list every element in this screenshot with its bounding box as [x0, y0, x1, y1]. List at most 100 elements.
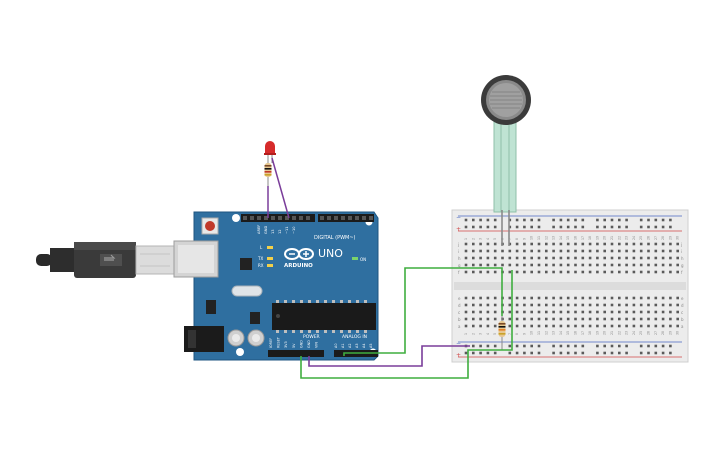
breadboard-hole[interactable]: [596, 256, 599, 260]
rail-hole[interactable]: [464, 218, 468, 222]
breadboard-hole[interactable]: [501, 256, 504, 260]
breadboard-hole[interactable]: [588, 249, 592, 253]
breadboard-hole[interactable]: [661, 303, 665, 307]
breadboard-hole[interactable]: [479, 324, 482, 328]
breadboard-hole[interactable]: [508, 256, 512, 260]
rail-hole[interactable]: [639, 225, 643, 229]
breadboard-hole[interactable]: [508, 310, 512, 314]
breadboard-hole[interactable]: [472, 249, 475, 253]
breadboard-hole[interactable]: [508, 263, 512, 267]
breadboard-hole[interactable]: [566, 303, 570, 307]
wire-gnd-to-rail[interactable]: [308, 345, 470, 367]
breadboard-hole[interactable]: [647, 270, 650, 274]
breadboard-hole[interactable]: [515, 249, 519, 253]
breadboard-hole[interactable]: [559, 249, 563, 253]
breadboard-hole[interactable]: [639, 270, 643, 274]
breadboard-hole[interactable]: [661, 242, 665, 246]
digital-header[interactable]: [241, 214, 374, 222]
breadboard-hole[interactable]: [566, 296, 570, 300]
rail-hole[interactable]: [493, 351, 497, 355]
breadboard-hole[interactable]: [647, 310, 650, 314]
breadboard-hole[interactable]: [654, 324, 658, 328]
rail-hole[interactable]: [574, 351, 577, 355]
breadboard-hole[interactable]: [559, 303, 563, 307]
breadboard-hole[interactable]: [596, 303, 599, 307]
force-sensor[interactable]: [481, 75, 531, 246]
rail-hole[interactable]: [537, 218, 541, 222]
breadboard-hole[interactable]: [508, 249, 512, 253]
breadboard-hole[interactable]: [552, 324, 555, 328]
breadboard-hole[interactable]: [647, 317, 650, 321]
rail-hole[interactable]: [669, 351, 672, 355]
breadboard-hole[interactable]: [464, 249, 468, 253]
breadboard-hole[interactable]: [669, 303, 672, 307]
rail-hole[interactable]: [523, 351, 526, 355]
breadboard-hole[interactable]: [618, 242, 621, 246]
breadboard-hole[interactable]: [537, 256, 541, 260]
rail-hole[interactable]: [537, 351, 541, 355]
breadboard-hole[interactable]: [479, 242, 482, 246]
breadboard-hole[interactable]: [669, 296, 672, 300]
breadboard-hole[interactable]: [654, 249, 658, 253]
led-wire-pin13[interactable]: [271, 157, 290, 219]
breadboard-hole[interactable]: [559, 324, 563, 328]
breadboard-hole[interactable]: [552, 303, 555, 307]
breadboard-hole[interactable]: [472, 242, 475, 246]
breadboard-hole[interactable]: [632, 270, 636, 274]
rail-hole[interactable]: [625, 351, 628, 355]
breadboard-hole[interactable]: [588, 256, 592, 260]
breadboard-hole[interactable]: [596, 263, 599, 267]
breadboard-hole[interactable]: [654, 270, 658, 274]
breadboard-hole[interactable]: [464, 310, 468, 314]
breadboard-hole[interactable]: [515, 324, 519, 328]
breadboard-hole[interactable]: [515, 303, 519, 307]
breadboard-hole[interactable]: [479, 310, 482, 314]
rail-hole[interactable]: [647, 344, 650, 348]
breadboard-hole[interactable]: [545, 263, 548, 267]
breadboard-hole[interactable]: [486, 317, 490, 321]
rail-hole[interactable]: [552, 225, 555, 229]
breadboard-hole[interactable]: [552, 249, 555, 253]
breadboard-hole[interactable]: [486, 270, 490, 274]
breadboard-hole[interactable]: [654, 242, 658, 246]
breadboard-hole[interactable]: [552, 317, 555, 321]
breadboard-hole[interactable]: [603, 317, 606, 321]
breadboard-hole[interactable]: [486, 263, 490, 267]
breadboard-hole[interactable]: [508, 303, 512, 307]
breadboard-hole[interactable]: [472, 296, 475, 300]
rail-hole[interactable]: [559, 344, 563, 348]
breadboard-hole[interactable]: [647, 242, 650, 246]
breadboard-hole[interactable]: [574, 263, 577, 267]
breadboard-hole[interactable]: [566, 242, 570, 246]
breadboard-hole[interactable]: [523, 310, 526, 314]
rail-hole[interactable]: [661, 344, 665, 348]
reset-button[interactable]: [201, 217, 219, 235]
breadboard-hole[interactable]: [669, 256, 672, 260]
breadboard-hole[interactable]: [493, 317, 497, 321]
breadboard-hole[interactable]: [610, 249, 614, 253]
breadboard-hole[interactable]: [625, 310, 628, 314]
rail-hole[interactable]: [581, 225, 585, 229]
breadboard-hole[interactable]: [596, 249, 599, 253]
rail-hole[interactable]: [523, 218, 526, 222]
breadboard-hole[interactable]: [537, 270, 541, 274]
breadboard-hole[interactable]: [493, 310, 497, 314]
breadboard-hole[interactable]: [581, 324, 585, 328]
breadboard-hole[interactable]: [479, 270, 482, 274]
rail-hole[interactable]: [515, 344, 519, 348]
breadboard-hole[interactable]: [515, 310, 519, 314]
breadboard-hole[interactable]: [610, 324, 614, 328]
breadboard-hole[interactable]: [610, 310, 614, 314]
breadboard-hole[interactable]: [647, 296, 650, 300]
breadboard-hole[interactable]: [669, 317, 672, 321]
breadboard-hole[interactable]: [632, 249, 636, 253]
rail-hole[interactable]: [647, 351, 650, 355]
breadboard-hole[interactable]: [545, 296, 548, 300]
breadboard-hole[interactable]: [508, 270, 512, 274]
breadboard-hole[interactable]: [486, 324, 490, 328]
breadboard-hole[interactable]: [676, 310, 679, 314]
rail-hole[interactable]: [610, 344, 614, 348]
rail-hole[interactable]: [574, 225, 577, 229]
breadboard-hole[interactable]: [574, 303, 577, 307]
rail-hole[interactable]: [661, 351, 665, 355]
